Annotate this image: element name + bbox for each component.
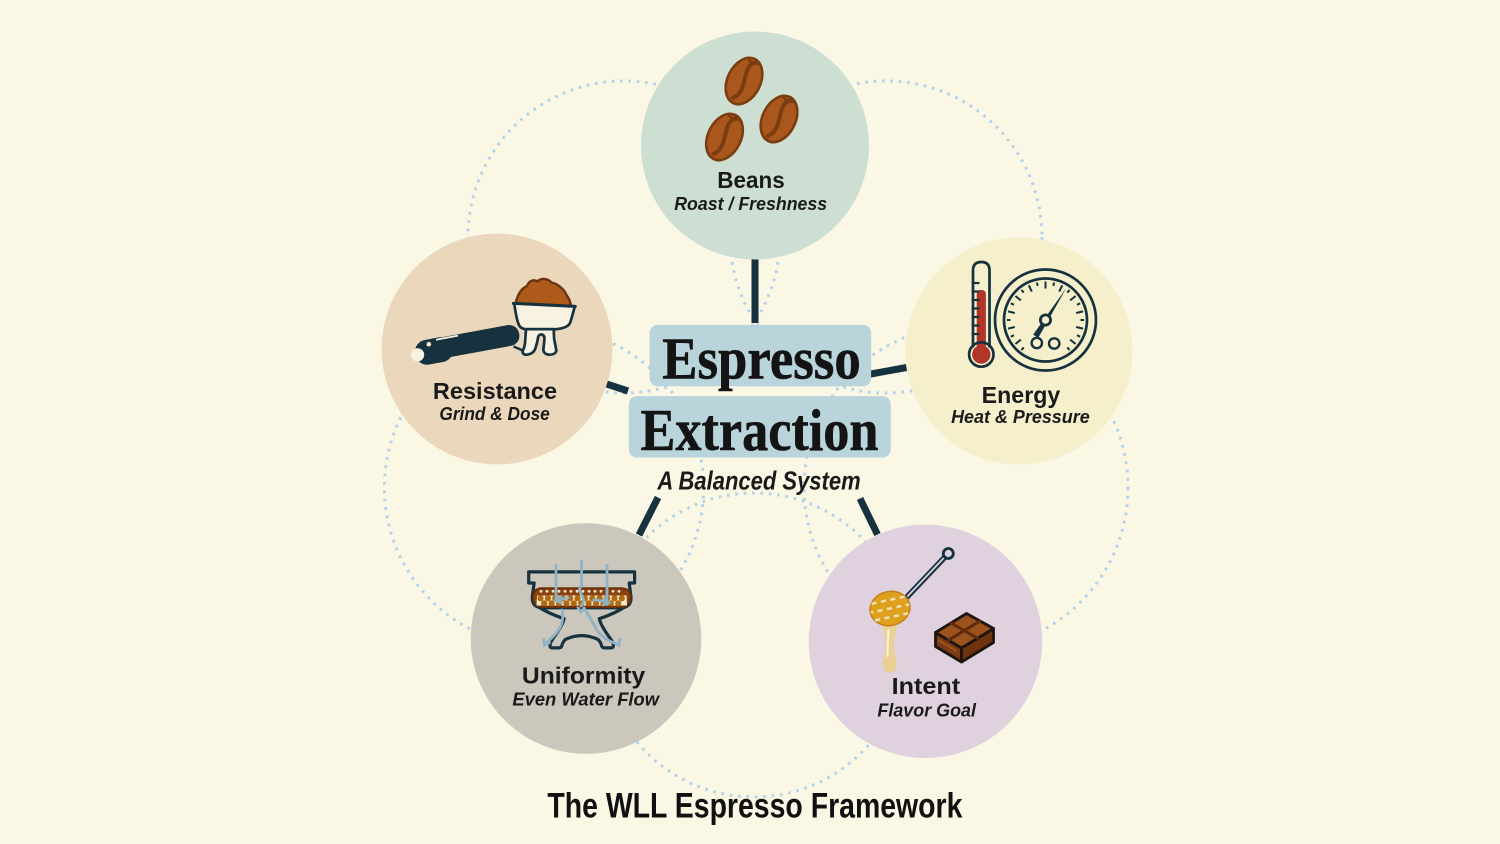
svg-text:Grind & Dose: Grind & Dose [439,403,549,424]
svg-text:Uniformity: Uniformity [522,662,646,688]
svg-text:Espresso: Espresso [662,326,860,392]
svg-text:Intent: Intent [892,673,961,699]
svg-text:Resistance: Resistance [433,378,557,404]
svg-text:Flavor Goal: Flavor Goal [877,700,976,721]
svg-text:Energy: Energy [982,382,1061,408]
svg-text:Heat & Pressure: Heat & Pressure [951,406,1090,427]
svg-text:Even Water Flow: Even Water Flow [512,689,660,710]
svg-text:Extraction: Extraction [641,397,879,463]
svg-text:Beans: Beans [717,167,784,193]
svg-text:A Balanced System: A Balanced System [657,465,861,495]
svg-text:The WLL Espresso Framework: The WLL Espresso Framework [547,786,962,825]
svg-text:Roast / Freshness: Roast / Freshness [674,193,827,214]
